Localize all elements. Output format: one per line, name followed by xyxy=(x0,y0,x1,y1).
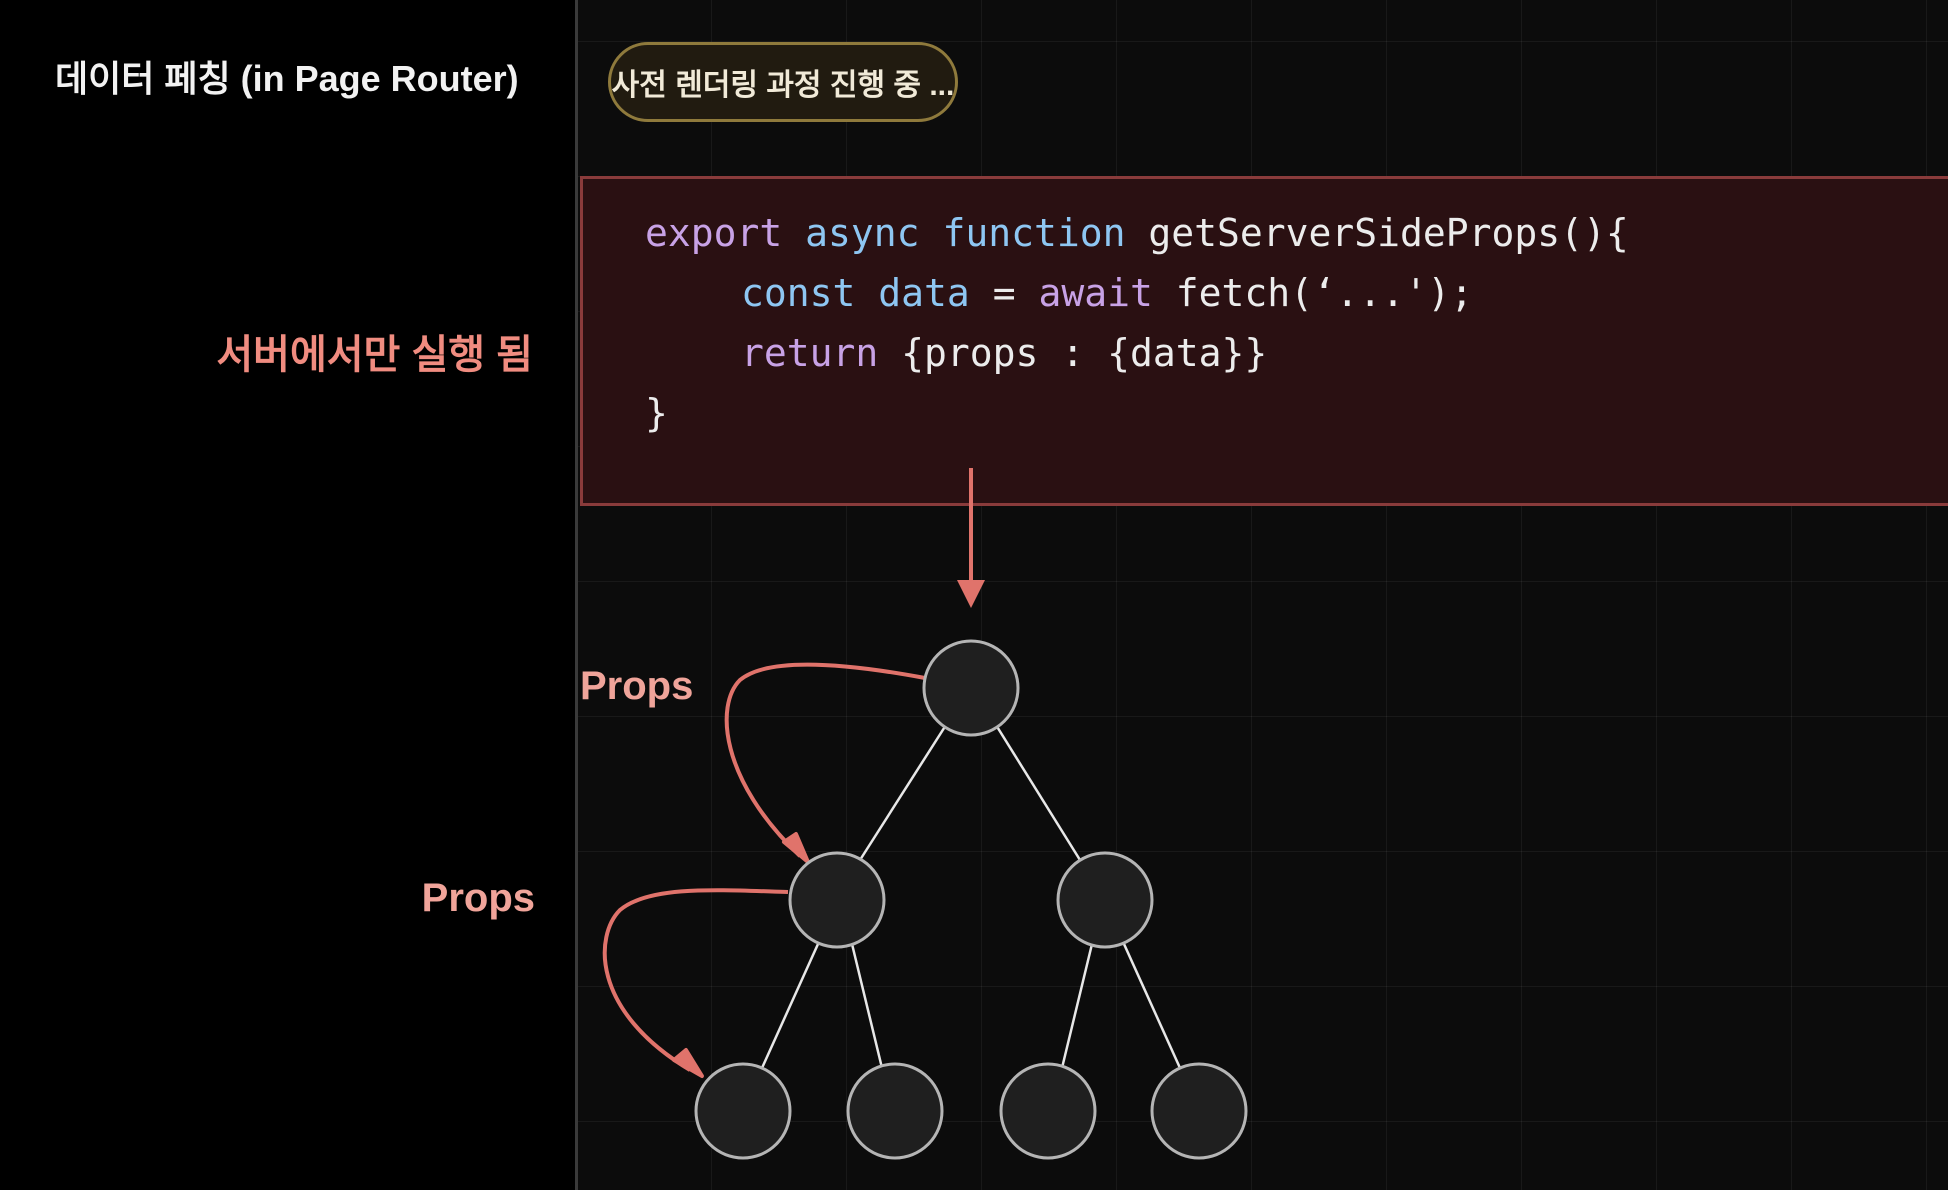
tree-edges xyxy=(760,724,1182,1069)
code-token: await xyxy=(1038,271,1153,315)
tree-nodes xyxy=(694,639,1248,1160)
code-block: export async function getServerSideProps… xyxy=(580,176,1948,506)
tree-edge xyxy=(1122,943,1182,1069)
code-line-4: } xyxy=(645,391,668,435)
fetch-arrow-head xyxy=(957,580,985,608)
code-token: = xyxy=(992,271,1016,315)
code-line-3: return {props : {data}} xyxy=(741,331,1267,375)
code-line-2: const data = await fetch(‘...'); xyxy=(741,271,1473,315)
props-arrow-child-to-leaf xyxy=(602,888,789,1072)
server-only-note: 서버에서만 실행 됨 xyxy=(216,333,533,377)
tree-node-leaf-3 xyxy=(999,1062,1097,1160)
code-token: } xyxy=(645,391,668,435)
tree-node-root xyxy=(922,639,1020,737)
tree-edge xyxy=(850,943,884,1069)
tree-edge xyxy=(1060,943,1094,1069)
props-label-tree: Props xyxy=(580,664,694,708)
code-token: getServerSideProps(){ xyxy=(1148,211,1629,255)
page-title: 데이터 페칭 (in Page Router) xyxy=(55,58,519,99)
code-line-1: export async function getServerSideProps… xyxy=(645,211,1629,255)
tree-node-leaf-2 xyxy=(846,1062,944,1160)
tree-edge xyxy=(858,724,948,861)
props-label-left: Props xyxy=(421,876,535,920)
code-token: async xyxy=(805,211,920,255)
code-token: fetch(‘...'); xyxy=(1175,271,1474,315)
tree-edge xyxy=(994,724,1082,861)
tree-edge xyxy=(760,943,820,1069)
code-token: return xyxy=(741,331,879,375)
tree-node-child-left xyxy=(788,851,886,949)
code-token: {props : {data}} xyxy=(901,331,1268,375)
code-token: const xyxy=(741,271,856,315)
code-token: function xyxy=(942,211,1126,255)
props-arrow-root-to-child xyxy=(724,662,926,858)
left-panel xyxy=(0,0,577,1190)
code-token: export xyxy=(645,211,783,255)
vertical-divider xyxy=(575,0,578,1190)
props-arrow-child-head xyxy=(672,1048,704,1078)
status-badge: 사전 렌더링 과정 진행 중 ... xyxy=(608,42,958,122)
tree-node-child-right xyxy=(1056,851,1154,949)
tree-node-leaf-4 xyxy=(1150,1062,1248,1160)
component-tree-diagram xyxy=(602,468,1248,1160)
props-arrow-root-head xyxy=(782,832,810,864)
tree-node-leaf-1 xyxy=(694,1062,792,1160)
code-token: data xyxy=(878,271,970,315)
